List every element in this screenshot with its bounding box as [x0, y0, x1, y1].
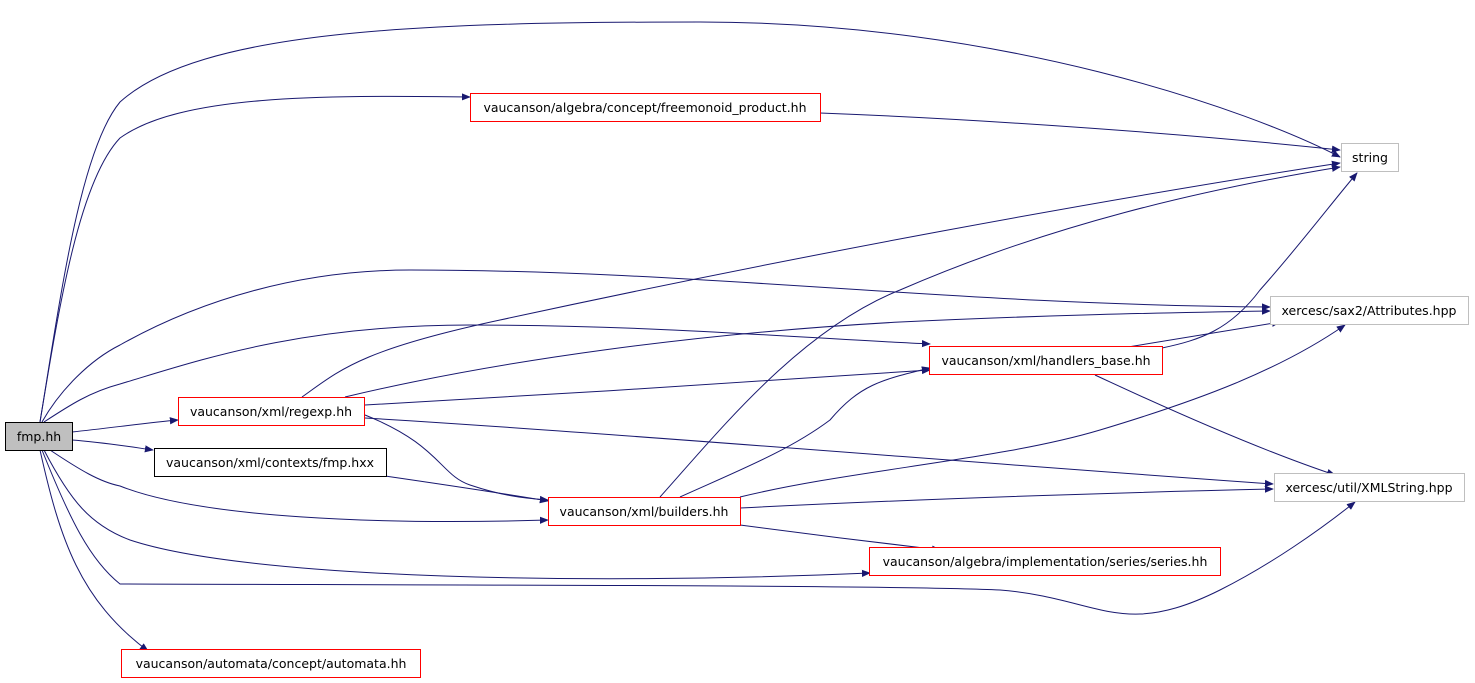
node-automata-label: vaucanson/automata/concept/automata.hh — [136, 656, 407, 671]
node-automata[interactable]: vaucanson/automata/concept/automata.hh — [121, 649, 421, 678]
edge-builders-attributes — [739, 324, 1346, 498]
edge-builders-string — [659, 164, 1341, 498]
edge-fmp-freemonoid — [39, 93, 471, 423]
node-freemonoid-product[interactable]: vaucanson/algebra/concept/freemonoid_pro… — [470, 93, 821, 122]
edge-fmp-regexp — [71, 417, 179, 433]
node-series[interactable]: vaucanson/algebra/implementation/series/… — [869, 547, 1221, 576]
edge-fmp-string — [39, 21, 1341, 423]
edge-contexts-builders — [384, 475, 549, 504]
edge-regexp-xmlstring — [364, 417, 1274, 488]
node-attributes-label: xercesc/sax2/Attributes.hpp — [1282, 303, 1457, 318]
edge-regexp-string — [301, 160, 1341, 398]
edge-fmp-automata — [39, 449, 149, 652]
node-xmlstring[interactable]: xercesc/util/XMLString.hpp — [1274, 473, 1465, 502]
edge-fmp-handlers — [43, 324, 931, 423]
node-string-label: string — [1352, 150, 1388, 165]
node-contexts-fmp-label: vaucanson/xml/contexts/fmp.hxx — [166, 455, 374, 470]
edge-builders-handlers — [679, 366, 931, 498]
node-string[interactable]: string — [1341, 143, 1399, 172]
node-regexp[interactable]: vaucanson/xml/regexp.hh — [178, 397, 365, 426]
node-fmp-label: fmp.hh — [17, 429, 61, 444]
edge-handlers-attributes — [1127, 319, 1281, 348]
edge-fmp-xmlstring — [41, 449, 1356, 615]
edge-fmp-series — [43, 449, 871, 580]
node-freemonoid-product-label: vaucanson/algebra/concept/freemonoid_pro… — [483, 100, 806, 115]
node-attributes[interactable]: xercesc/sax2/Attributes.hpp — [1270, 296, 1469, 325]
edge-fmp-builders — [49, 449, 549, 524]
edge-freemonoid-string — [819, 112, 1341, 153]
node-regexp-label: vaucanson/xml/regexp.hh — [190, 404, 352, 419]
edge-fmp-contexts — [71, 439, 154, 453]
edge-handlers-xmlstring — [1094, 374, 1336, 476]
edge-regexp-handlers — [364, 366, 931, 406]
node-contexts-fmp[interactable]: vaucanson/xml/contexts/fmp.hxx — [154, 448, 387, 477]
node-series-label: vaucanson/algebra/implementation/series/… — [883, 554, 1208, 569]
edge-handlers-string — [1161, 172, 1358, 349]
edge-regexp-builders — [364, 414, 549, 504]
node-builders[interactable]: vaucanson/xml/builders.hh — [548, 497, 741, 526]
node-fmp[interactable]: fmp.hh — [5, 422, 73, 451]
edge-regexp-attributes — [344, 307, 1271, 398]
edge-builders-xmlstring — [739, 485, 1274, 509]
node-xmlstring-label: xercesc/util/XMLString.hpp — [1285, 480, 1452, 495]
edge-builders-series — [739, 524, 941, 553]
node-handlers-base[interactable]: vaucanson/xml/handlers_base.hh — [929, 346, 1163, 375]
node-handlers-base-label: vaucanson/xml/handlers_base.hh — [941, 353, 1150, 368]
edge-fmp-attributes-top — [41, 269, 1271, 423]
node-builders-label: vaucanson/xml/builders.hh — [560, 504, 729, 519]
